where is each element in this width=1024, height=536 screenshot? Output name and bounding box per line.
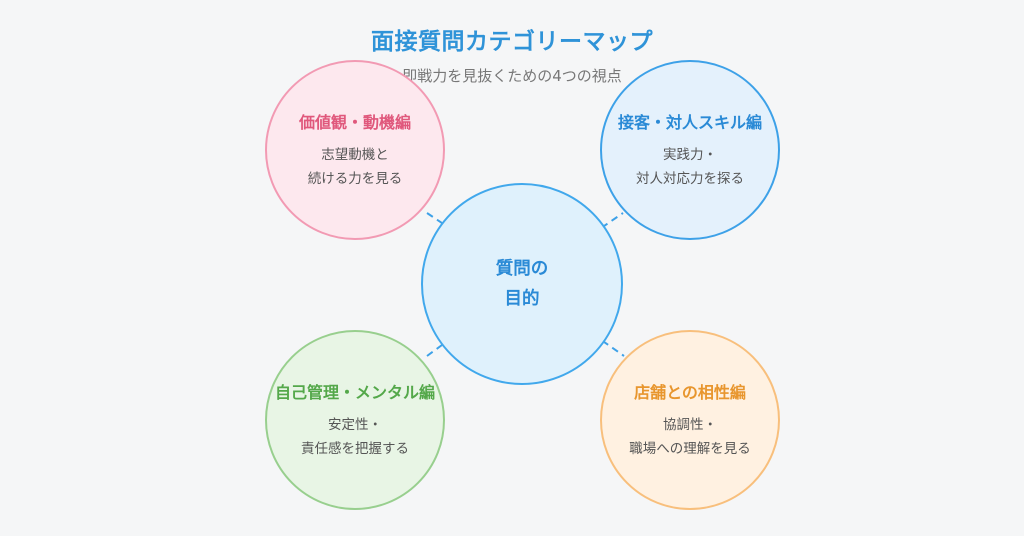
category-desc-line: 実践力・ bbox=[663, 147, 717, 163]
category-title: 自己管理・メンタル編 bbox=[274, 383, 435, 402]
category-desc-line: 安定性・ bbox=[328, 417, 382, 433]
category-desc-line: 協調性・ bbox=[663, 417, 717, 433]
center-line: 目的 bbox=[504, 289, 540, 309]
connector-bottom-right bbox=[572, 319, 625, 357]
category-desc-line: 責任感を把握する bbox=[301, 441, 409, 457]
category-desc-line: 志望動機と bbox=[321, 147, 389, 163]
center-purpose: 質問の 目的 bbox=[421, 183, 623, 385]
diagram-subtitle: 即戦力を見抜くための4つの視点 bbox=[402, 67, 622, 85]
category-title: 接客・対人スキル編 bbox=[617, 113, 762, 132]
category-store-fit: 店舗との相性編 協調性・ 職場への理解を見る bbox=[600, 330, 780, 510]
category-self-management: 自己管理・メンタル編 安定性・ 責任感を把握する bbox=[265, 330, 445, 510]
category-customer-service: 接客・対人スキル編 実践力・ 対人対応力を探る bbox=[600, 60, 780, 240]
category-desc-line: 続ける力を見る bbox=[307, 171, 403, 187]
category-desc-line: 対人対応力を探る bbox=[636, 171, 744, 187]
category-title: 価値観・動機編 bbox=[298, 113, 411, 132]
category-desc-line: 職場への理解を見る bbox=[629, 441, 751, 457]
diagram-title: 面接質問カテゴリーマップ bbox=[371, 29, 653, 55]
category-title: 店舗との相性編 bbox=[634, 383, 746, 402]
center-line: 質問の bbox=[495, 259, 549, 279]
category-values-motivation: 価値観・動機編 志望動機と 続ける力を見る bbox=[265, 60, 445, 240]
